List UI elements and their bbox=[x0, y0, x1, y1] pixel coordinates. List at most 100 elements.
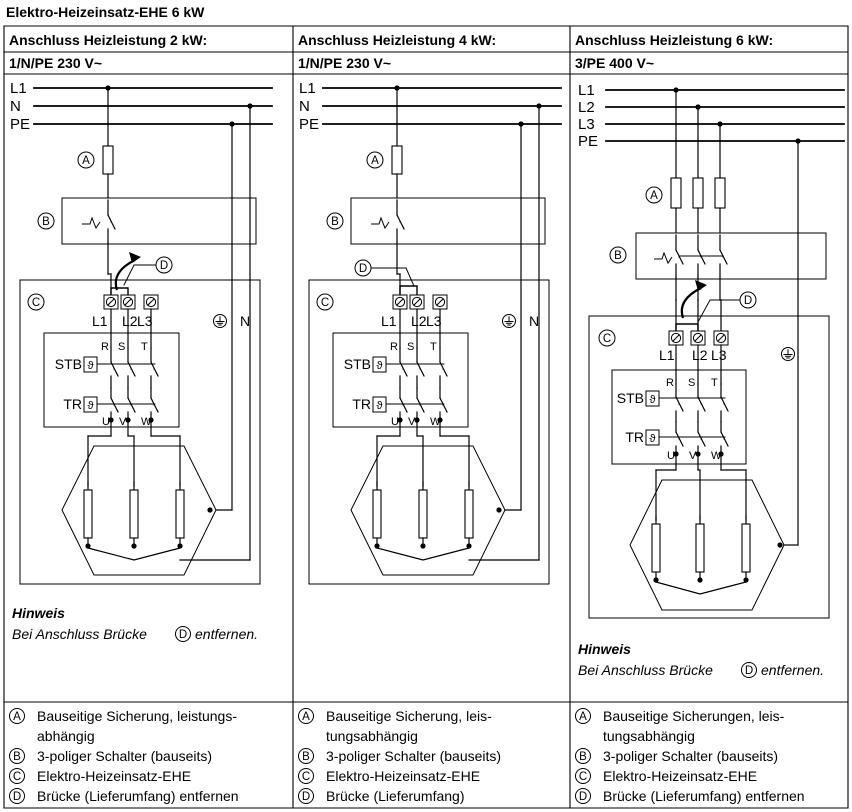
legend-marker-a-ring bbox=[298, 708, 314, 724]
label-s: S bbox=[688, 377, 695, 389]
line-label-l3: L3 bbox=[578, 116, 595, 133]
heating-element bbox=[175, 481, 185, 547]
terminal-slot bbox=[413, 298, 421, 306]
tank-outline bbox=[350, 445, 506, 576]
thermo-box bbox=[372, 396, 387, 413]
theta-symbol: ϑ bbox=[649, 394, 655, 406]
fuse-body bbox=[102, 145, 114, 175]
fuse-body bbox=[714, 177, 726, 209]
note-bridge-marker: D bbox=[741, 662, 757, 678]
legend-marker-d-letter: D bbox=[13, 791, 21, 803]
terminal-screw bbox=[392, 294, 408, 310]
stb-label: STB bbox=[617, 390, 644, 406]
terminal-slot bbox=[672, 334, 680, 342]
terminal-label-l1: L1 bbox=[92, 313, 108, 329]
legend-text: Brücke (Lieferumfang) bbox=[326, 788, 465, 804]
bridge-arrow bbox=[114, 252, 141, 291]
note-bridge-marker-letter: D bbox=[179, 629, 187, 641]
heating-element bbox=[695, 515, 705, 581]
switch-marker-b-ring bbox=[326, 212, 344, 230]
legend-marker-b-ring bbox=[9, 748, 25, 764]
terminal-screw bbox=[432, 294, 448, 310]
unit-marker-c: C bbox=[316, 293, 334, 311]
stb-label: STB bbox=[55, 356, 82, 372]
fuse-marker-a-ring bbox=[645, 186, 663, 204]
label-r: R bbox=[101, 341, 109, 353]
terminal-label-l1: L1 bbox=[659, 347, 675, 363]
legend-marker-d-letter: D bbox=[302, 791, 310, 803]
line-label-n: N bbox=[299, 98, 310, 115]
line-label-n: N bbox=[10, 98, 21, 115]
legend-marker-a: A bbox=[298, 708, 314, 724]
bridge-wire bbox=[399, 285, 418, 295]
legend-marker-d-ring bbox=[9, 788, 25, 804]
bridge-marker-d: D bbox=[354, 259, 372, 277]
label-v: V bbox=[408, 416, 416, 428]
element-body bbox=[372, 489, 382, 539]
legend-marker-b-letter: B bbox=[13, 751, 21, 763]
theta-symbol: ϑ bbox=[87, 400, 93, 412]
terminal-screw bbox=[143, 294, 159, 310]
label-u: U bbox=[102, 416, 110, 428]
bridge-leader bbox=[405, 267, 415, 287]
label-t: T bbox=[141, 341, 148, 353]
legend-text: abhängig bbox=[37, 728, 95, 744]
legend-marker-a-letter: A bbox=[13, 711, 21, 723]
legend-marker-b-letter: B bbox=[579, 751, 587, 763]
bridge-wire bbox=[110, 287, 129, 295]
tr-label: TR bbox=[625, 429, 644, 445]
switch-marker-b-letter: B bbox=[331, 216, 339, 228]
element-body bbox=[651, 523, 661, 573]
fuse-marker-a: A bbox=[366, 151, 384, 169]
switch-marker-b-ring bbox=[609, 246, 627, 264]
junction-dot bbox=[131, 543, 137, 549]
legend-marker-c: C bbox=[298, 768, 314, 784]
legend-marker-c-letter: C bbox=[302, 771, 310, 783]
element-body bbox=[695, 523, 705, 573]
ground-icon bbox=[502, 314, 516, 328]
terminal-slot bbox=[124, 298, 132, 306]
switch-marker-b-ring bbox=[37, 212, 55, 230]
terminal-slot bbox=[436, 298, 444, 306]
legend-marker-a-ring bbox=[9, 708, 25, 724]
column-header: Anschluss Heizleistung 4 kW: bbox=[298, 32, 496, 48]
junction-dot bbox=[743, 577, 749, 583]
column-1: Anschluss Heizleistung 2 kW:1/N/PE 230 V… bbox=[9, 32, 258, 804]
heating-element bbox=[651, 515, 661, 581]
legend-marker-c-letter: C bbox=[579, 771, 587, 783]
unit-marker-c-ring bbox=[316, 293, 334, 311]
terminal-screw bbox=[668, 330, 684, 346]
legend-marker-a-ring bbox=[575, 708, 591, 724]
line-label-pe: PE bbox=[299, 116, 319, 133]
terminal-slot bbox=[396, 298, 404, 306]
note-bridge-marker: D bbox=[175, 626, 191, 642]
legend-text: tungsabhängig bbox=[326, 728, 418, 744]
legend-marker-d-ring bbox=[575, 788, 591, 804]
fuse-marker-a-letter: A bbox=[371, 155, 379, 167]
junction-dot bbox=[85, 543, 91, 549]
fuse-marker-a: A bbox=[77, 151, 95, 169]
label-r: R bbox=[390, 341, 398, 353]
junction-dot bbox=[653, 577, 659, 583]
legend-marker-d-letter: D bbox=[579, 791, 587, 803]
label-t: T bbox=[430, 341, 437, 353]
legend-marker-a: A bbox=[9, 708, 25, 724]
fuse-marker-a-letter: A bbox=[82, 155, 90, 167]
thermo-box bbox=[372, 356, 387, 373]
terminal-label-l1: L1 bbox=[381, 313, 397, 329]
legend-marker-c-letter: C bbox=[13, 771, 21, 783]
legend-text: Bauseitige Sicherungen, leis- bbox=[603, 708, 785, 724]
fuse-marker-a-ring bbox=[77, 151, 95, 169]
switch-marker-b: B bbox=[609, 246, 627, 264]
junction-dot bbox=[496, 507, 502, 513]
note-text: Bei Anschluss Brücke bbox=[12, 626, 147, 642]
